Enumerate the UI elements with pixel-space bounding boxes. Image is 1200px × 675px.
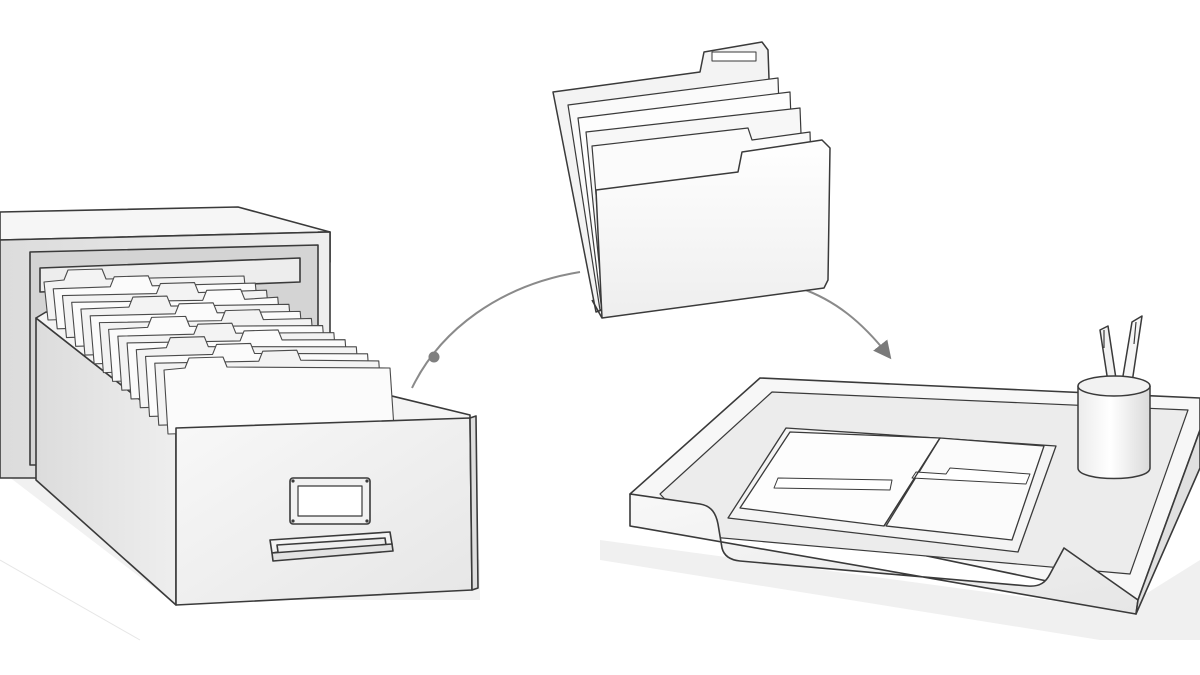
flow-arc-drawer-to-folder <box>411 271 581 389</box>
flow-start-dot <box>428 351 440 363</box>
label-rivet-bottom-right <box>365 519 369 523</box>
drawer-front-panel <box>175 415 479 606</box>
bundle-back-tab-label <box>711 51 757 62</box>
tray-right-wall <box>1135 429 1200 615</box>
pen-cup <box>1077 315 1151 480</box>
bundle-front-cover-fold <box>591 299 603 319</box>
file-folder-bundle <box>552 41 831 319</box>
label-rivet-bottom-left <box>291 519 295 523</box>
pen-right-clip <box>1133 321 1137 345</box>
flow-connector <box>411 271 892 389</box>
tray-paper-right-divider <box>911 467 1031 485</box>
tray-papers <box>727 427 1057 553</box>
tray-paper-left-strip <box>773 477 893 491</box>
label-rivet-top-right <box>365 479 369 483</box>
drawer-file-folders <box>43 268 395 435</box>
label-rivet-top-left <box>291 479 295 483</box>
cup-opening <box>1077 375 1151 397</box>
flow-arc-folder-to-tray <box>799 287 892 360</box>
tray-floor-shadow <box>600 540 1200 640</box>
tray-front-wall <box>629 493 1139 615</box>
bundle-front-cover <box>595 139 831 319</box>
floor-line-left <box>0 559 141 641</box>
tray-paper-center-seam <box>883 437 941 527</box>
drawer-front-right-edge <box>469 415 479 591</box>
cup-body <box>1077 385 1151 480</box>
drawer-handle-bar <box>271 543 394 562</box>
drawer-label-card <box>297 485 363 517</box>
